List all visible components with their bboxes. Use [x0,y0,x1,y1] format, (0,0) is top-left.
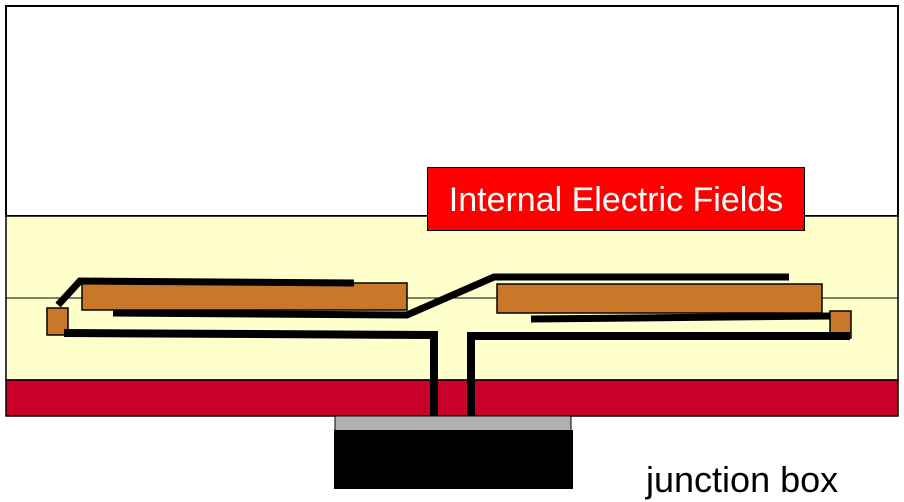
ribbon-top-left [55,277,355,308]
backsheet [5,379,899,417]
solar-cell-right [496,283,823,314]
ribbon-wires [55,273,850,433]
pv-module-cross-section [5,5,899,489]
lead-right [467,332,850,433]
solar-cell-left [81,282,408,311]
junction-box-label: junction box [646,459,839,500]
ribbon-bottom-right [530,312,831,323]
ribbon-series-link [112,273,789,319]
terminal-left [46,307,69,336]
junction-box [334,430,573,489]
junction-box-base [334,415,572,432]
internal-electric-fields-label: Internal Electric Fields [427,167,805,231]
lead-left [63,329,438,433]
